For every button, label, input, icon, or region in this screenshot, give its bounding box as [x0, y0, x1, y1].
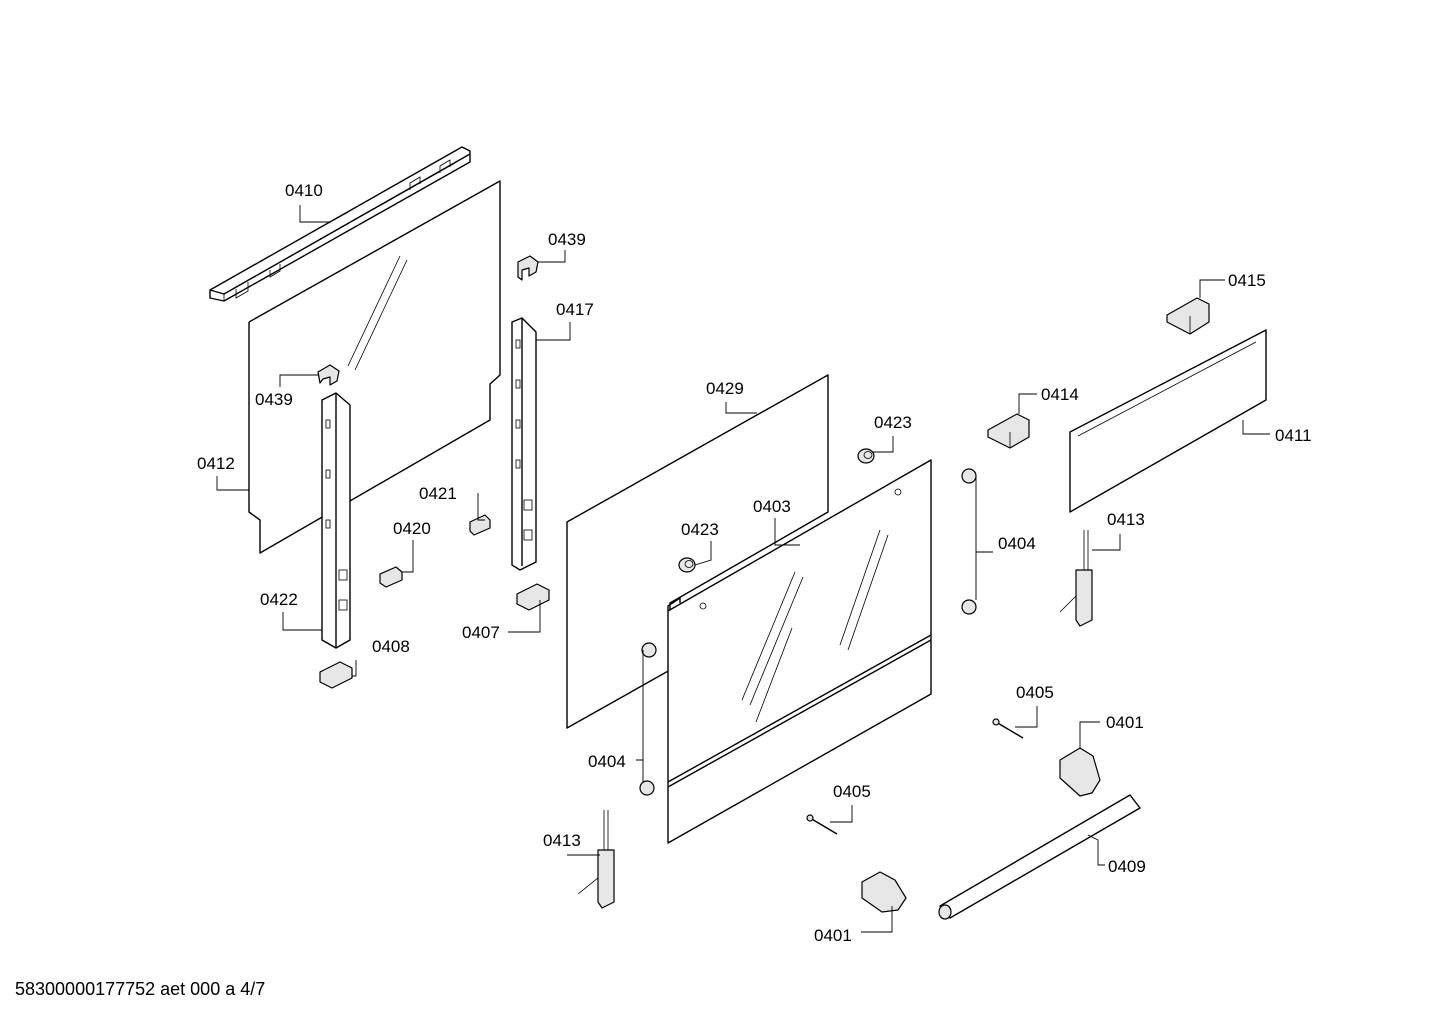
part-0401-endcap-b — [861, 871, 907, 913]
part-0429-middle-glass — [566, 374, 829, 729]
label-0423: 0423 — [681, 520, 719, 539]
label-0423: 0423 — [874, 413, 912, 432]
part-0421-bracket — [469, 514, 491, 536]
label-0410: 0410 — [285, 181, 323, 200]
label-0401: 0401 — [1106, 713, 1144, 732]
part-0412-back-glass — [248, 180, 501, 554]
part-0439-clip-b — [317, 364, 340, 386]
label-0412: 0412 — [197, 454, 235, 473]
label-0414: 0414 — [1041, 385, 1079, 404]
label-0404: 0404 — [588, 752, 626, 771]
label-0429: 0429 — [706, 379, 744, 398]
label-0411: 0411 — [1275, 426, 1312, 445]
label-0401: 0401 — [814, 926, 852, 945]
part-0405-screw-b — [806, 814, 838, 835]
leader-lines — [216, 205, 1270, 933]
part-0413-hinge-a — [1059, 530, 1093, 627]
label-0415: 0415 — [1228, 271, 1266, 290]
label-0439: 0439 — [548, 230, 586, 249]
part-0423-bumper-a — [857, 448, 875, 464]
label-0421: 0421 — [419, 484, 457, 503]
part-0404-bumper-b — [639, 642, 657, 796]
part-0413-hinge-b — [577, 810, 615, 909]
part-0414-bracket — [987, 413, 1030, 449]
label-0413: 0413 — [543, 831, 581, 850]
part-0405-screw-a — [992, 718, 1024, 739]
part-0420-bracket — [379, 566, 403, 588]
label-0405: 0405 — [1016, 683, 1054, 702]
label-0422: 0422 — [260, 590, 298, 609]
part-0423-bumper-b — [678, 557, 696, 573]
label-0405: 0405 — [833, 782, 871, 801]
part-0415-bracket — [1166, 297, 1210, 335]
part-0439-clip-a — [517, 255, 539, 281]
part-0408-hinge-mount — [319, 661, 353, 689]
document-id: 58300000177752 aet 000 a 4/7 — [15, 979, 266, 999]
label-0420: 0420 — [393, 519, 431, 538]
part-0417-rail — [511, 317, 537, 571]
part-0411-panel — [1069, 329, 1267, 513]
label-0403: 0403 — [753, 497, 791, 516]
label-0413: 0413 — [1107, 510, 1145, 529]
part-0403-front-door — [667, 459, 932, 844]
part-0407-hinge-mount — [516, 583, 550, 611]
label-0439: 0439 — [255, 390, 293, 409]
label-0408: 0408 — [372, 637, 410, 656]
part-0409-handle-bar — [938, 794, 1141, 920]
part-0422-rail — [321, 392, 351, 649]
label-0407: 0407 — [462, 623, 500, 642]
part-0401-endcap-a — [1059, 747, 1101, 797]
label-0417: 0417 — [556, 300, 594, 319]
label-0409: 0409 — [1108, 857, 1146, 876]
part-0404-bumper-a — [961, 468, 977, 615]
part-0410-top-trim — [209, 146, 471, 302]
label-0404: 0404 — [998, 534, 1036, 553]
